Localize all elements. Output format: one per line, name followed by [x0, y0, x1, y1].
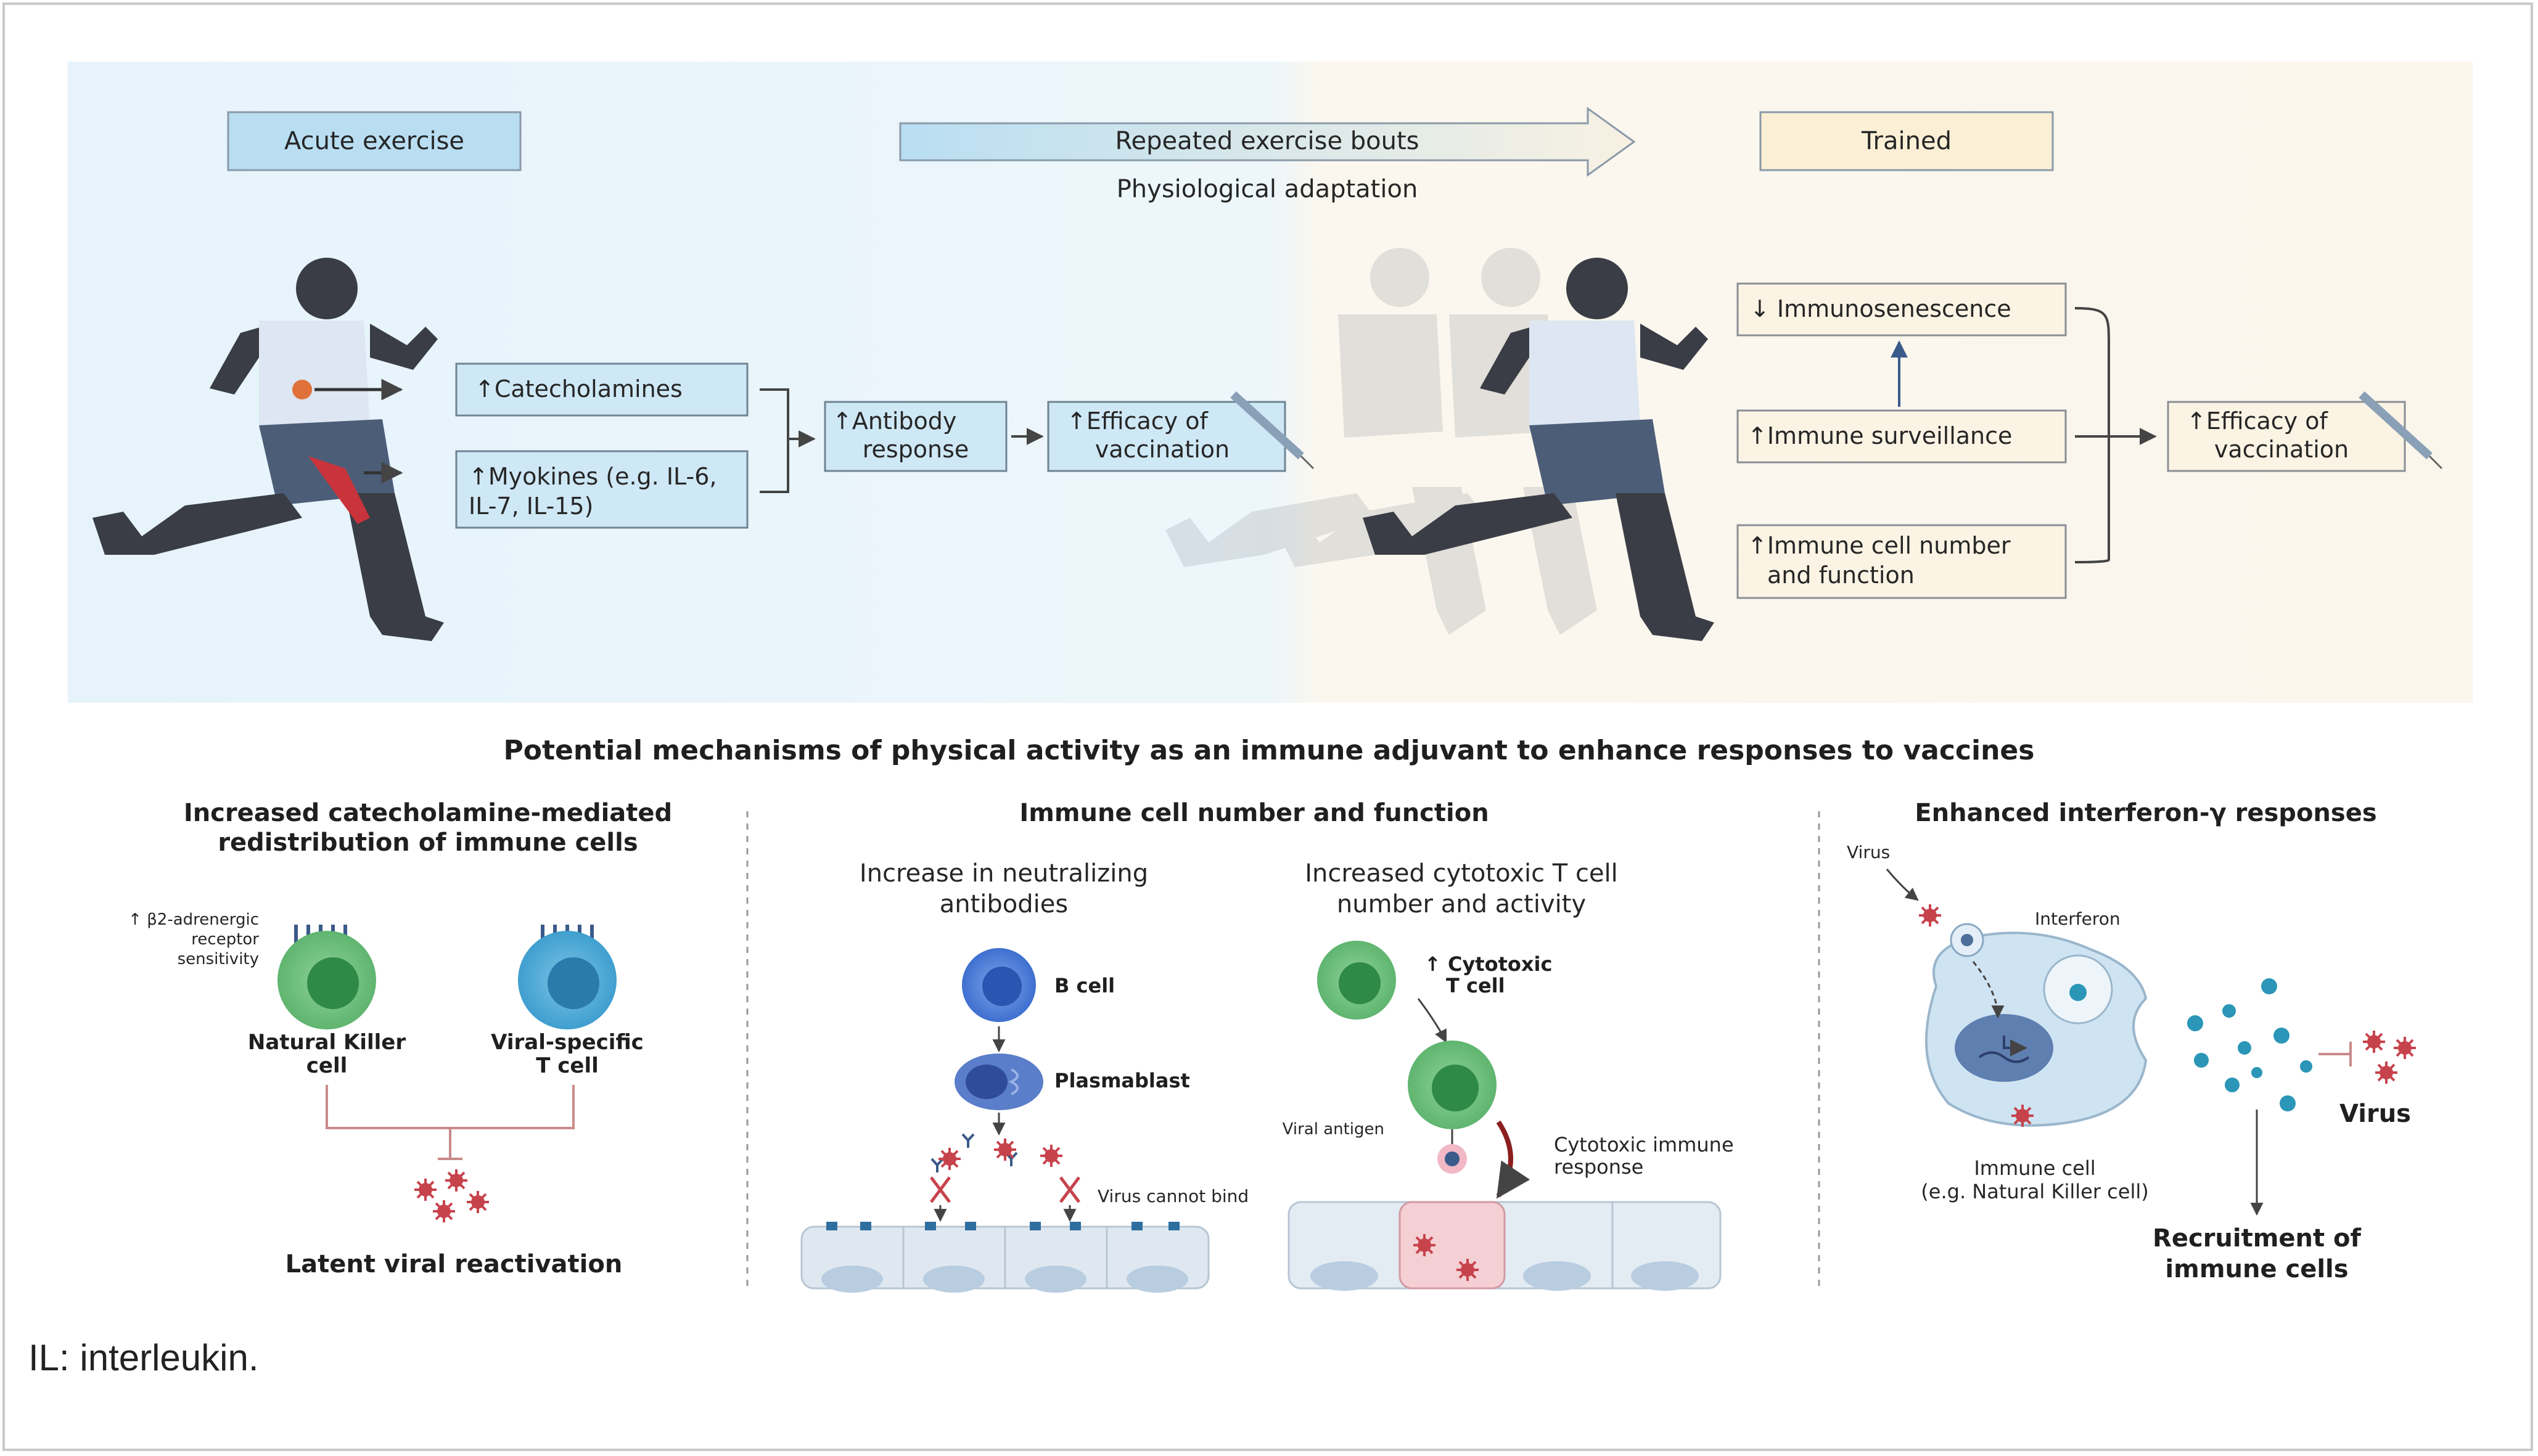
trained-runner-figure — [1363, 258, 1714, 641]
immune-cell-label-line2: (e.g. Natural Killer cell) — [1921, 1180, 2148, 1203]
efficacy-acute-line2: vaccination — [1095, 436, 1230, 463]
epithelial-cells-left — [800, 1222, 1210, 1293]
cytotoxic-t-cell-line2: T cell — [1446, 974, 1505, 997]
t-cell-label-line2: T cell — [536, 1053, 599, 1078]
myokines-label-line2: IL-7, IL-15) — [469, 493, 593, 520]
nk-cell-icon — [277, 925, 376, 1029]
efficacy-trained-line1: ↑Efficacy of — [2187, 407, 2328, 435]
interferon-inhibit-line — [2318, 1042, 2352, 1066]
efficacy-trained-line2: vaccination — [2214, 436, 2349, 463]
activated-t-cell-icon — [1408, 1041, 1497, 1129]
repeated-bouts-label: Repeated exercise bouts — [1115, 127, 1419, 155]
latent-viral-reactivation-label: Latent viral reactivation — [285, 1250, 623, 1278]
immune-cell-label-line1: Immune cell — [1974, 1156, 2095, 1180]
virus-entering-icon — [1918, 903, 1942, 928]
antibodies-and-virus-icon — [930, 1133, 1080, 1222]
panel1-title-line1: Increased catecholamine-mediated — [184, 799, 672, 827]
receptor-label-line2: receptor — [191, 930, 259, 949]
immune-cell-number-line1: ↑Immune cell number — [1747, 532, 2011, 559]
cytotoxic-increase-line1: Increased cytotoxic T cell — [1305, 859, 1618, 888]
viral-antigen-label: Viral antigen — [1283, 1120, 1384, 1139]
viral-antigen-icon — [1437, 1144, 1467, 1174]
efficacy-box-trained — [2167, 401, 2406, 472]
neutralizing-line1: Increase in neutralizing — [860, 859, 1148, 888]
interferon-particles-icon — [2187, 978, 2312, 1111]
nk-cell-label-line2: cell — [306, 1053, 348, 1078]
recruitment-line2: immune cells — [2165, 1255, 2348, 1283]
immune-cell-number-box — [1736, 524, 2067, 599]
syringe-icon-trained — [2359, 391, 2443, 470]
cytotoxic-increase-line2: number and activity — [1337, 890, 1586, 918]
cytotoxic-response-line1: Cytotoxic immune — [1554, 1133, 1734, 1156]
viral-t-cell-icon — [518, 925, 617, 1029]
antibody-response-line2: response — [863, 436, 969, 463]
virus-entry-arrow — [1886, 869, 1919, 901]
immunosenescence-label: ↓ Immunosenescence — [1750, 295, 2011, 322]
cytotoxic-t-cell-line1: ↑ Cytotoxic — [1424, 952, 1552, 976]
efficacy-box-acute — [1047, 401, 1286, 472]
myokines-box — [455, 450, 749, 529]
syringe-icon — [1230, 391, 1315, 470]
b-cell-icon — [962, 948, 1036, 1022]
efficacy-acute-line1: ↑Efficacy of — [1067, 407, 1209, 435]
acute-runner-figure — [92, 258, 444, 641]
mechanisms-title: Potential mechanisms of physical activit… — [504, 735, 2035, 766]
footnote: IL: interleukin. — [28, 1337, 259, 1378]
virus-to-nucleus-arrow — [1972, 961, 2005, 1019]
neutralizing-line2: antibodies — [940, 890, 1068, 918]
cytotoxic-t-cell-icon — [1317, 941, 1396, 1020]
panel3-title: Enhanced interferon-γ responses — [1915, 799, 2376, 827]
virus-cannot-bind-label: Virus cannot bind — [1098, 1186, 1249, 1206]
t-cell-label-line1: Viral-specific — [491, 1030, 644, 1055]
epithelial-cells-right — [1287, 1201, 1722, 1291]
panel1-title-line2: redistribution of immune cells — [218, 828, 638, 857]
antibody-response-box — [824, 401, 1008, 472]
trained-label: Trained — [1861, 127, 1952, 155]
cytotoxic-response-arrow — [1496, 1120, 1530, 1199]
catecholamines-label: ↑Catecholamines — [475, 375, 683, 403]
cytotoxic-response-line2: response — [1554, 1155, 1643, 1179]
t-cell-move-arrow — [1417, 998, 1447, 1043]
panel2-title: Immune cell number and function — [1019, 799, 1489, 827]
immunosenescence-box — [1736, 282, 2067, 337]
plasmablast-icon — [955, 1053, 1043, 1110]
repeated-bouts-arrow — [899, 107, 1636, 177]
acute-exercise-box — [227, 111, 522, 171]
trained-bracket — [2074, 307, 2155, 563]
virus-big-label: Virus — [2339, 1100, 2411, 1128]
virus-cluster-icon — [2362, 1029, 2417, 1085]
virus-small-label: Virus — [1847, 842, 1890, 862]
plasmablast-label: Plasmablast — [1054, 1069, 1190, 1092]
inhibition-bracket — [326, 1085, 575, 1160]
myokines-label-line1: ↑Myokines (e.g. IL-6, — [469, 463, 717, 490]
catecholamines-box — [455, 362, 749, 417]
b-cell-label: B cell — [1054, 974, 1115, 997]
immune-surveillance-box — [1736, 409, 2067, 464]
receptor-label-line3: sensitivity — [178, 950, 259, 968]
recruitment-line1: Recruitment of — [2153, 1224, 2361, 1253]
physiological-adaptation-label: Physiological adaptation — [1117, 175, 1418, 203]
immune-cell-number-line2: and function — [1767, 562, 1915, 589]
trained-box — [1759, 111, 2054, 171]
acute-exercise-label: Acute exercise — [284, 127, 464, 155]
interferon-label: Interferon — [2035, 909, 2121, 929]
latent-virus-cluster-icon — [413, 1168, 490, 1224]
nk-cell-label-line1: Natural Killer — [248, 1030, 406, 1055]
receptor-label-line1: ↑ β2-adrenergic — [128, 910, 259, 929]
acute-bracket — [760, 388, 814, 493]
immune-surveillance-label: ↑Immune surveillance — [1747, 422, 2012, 449]
immune-cell-icon — [1925, 923, 2148, 1128]
antibody-response-line1: ↑Antibody — [832, 407, 956, 435]
